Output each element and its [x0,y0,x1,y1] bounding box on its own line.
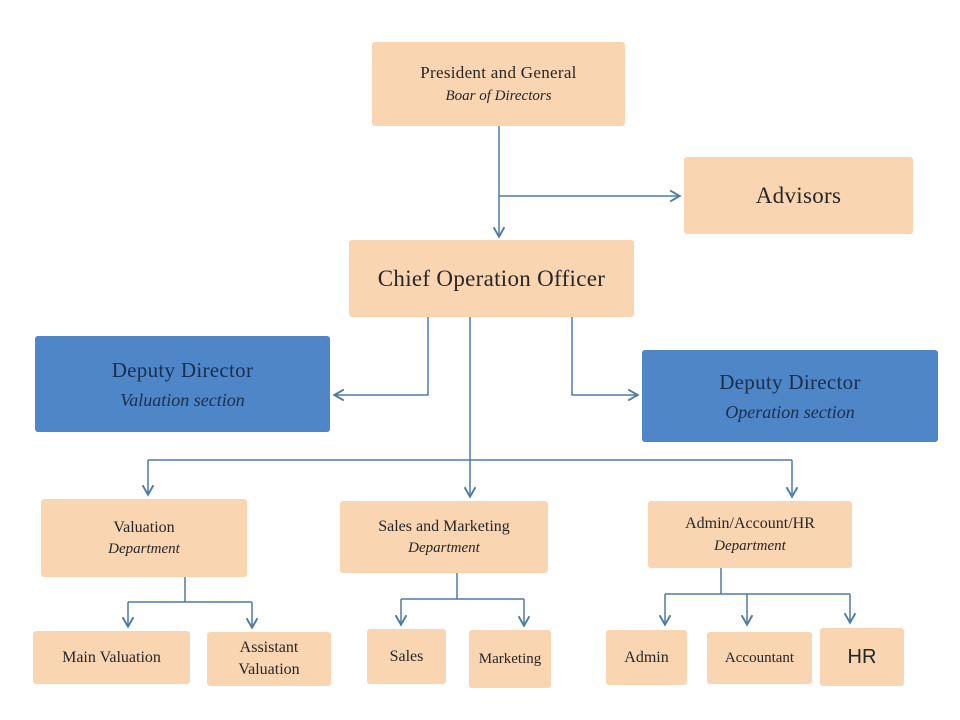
node-assistant-valuation: Assistant Valuation [207,632,331,686]
node-deputy-operation: Deputy Director Operation section [642,350,938,442]
sales-marketing-dept-title: Sales and Marketing [378,517,510,535]
advisors-label: Advisors [755,182,842,208]
sales-marketing-dept-subtitle: Department [408,540,480,557]
node-admin: Admin [606,630,687,685]
president-title: President and General [420,62,577,82]
node-hr: HR [820,628,904,686]
main-valuation-label: Main Valuation [62,648,161,666]
node-valuation-dept: Valuation Department [41,499,247,577]
node-deputy-valuation: Deputy Director Valuation section [35,336,330,432]
node-marketing: Marketing [469,630,551,688]
valuation-dept-title: Valuation [113,518,175,536]
president-subtitle: Boar of Directors [445,87,552,104]
marketing-label: Marketing [478,650,542,667]
deputy-valuation-title: Deputy Director [111,358,254,383]
node-sales-marketing-dept: Sales and Marketing Department [340,501,548,573]
coo-label: Chief Operation Officer [377,265,606,291]
admin-dept-title: Admin/Account/HR [685,515,815,533]
hr-label: HR [847,645,877,668]
node-accountant: Accountant [707,632,812,684]
node-president: President and General Boar of Directors [372,42,625,126]
deputy-valuation-subtitle: Valuation section [120,389,245,410]
edge-coo-deputy-operation [571,317,640,402]
admin-label: Admin [624,648,669,666]
valuation-dept-subtitle: Department [108,541,180,558]
admin-dept-subtitle: Department [714,537,786,554]
node-admin-dept: Admin/Account/HR Department [648,501,852,568]
deputy-operation-title: Deputy Director [719,370,861,395]
node-advisors: Advisors [684,157,913,234]
assistant-valuation-label: Assistant Valuation [238,639,300,678]
edge-coo-deputy-valuation [332,317,429,402]
accountant-label: Accountant [724,649,795,666]
deputy-operation-subtitle: Operation section [725,401,855,422]
node-main-valuation: Main Valuation [33,631,190,684]
node-sales: Sales [367,629,446,684]
node-coo: Chief Operation Officer [349,240,634,317]
sales-label: Sales [389,647,424,665]
